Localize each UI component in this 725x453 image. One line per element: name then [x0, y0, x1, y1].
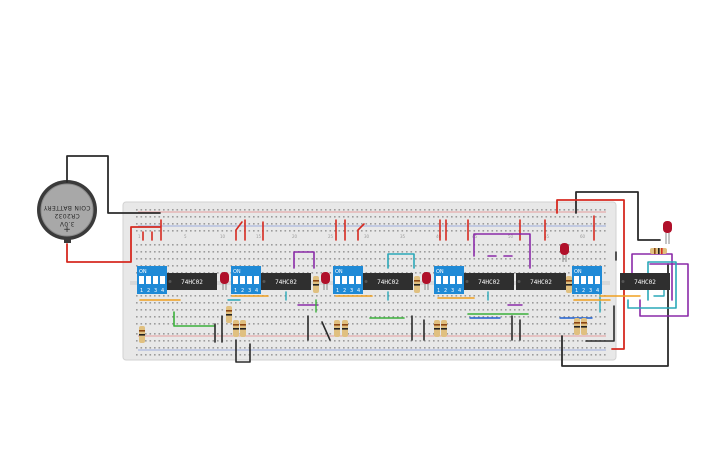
- chip-label: 74HC02: [634, 279, 656, 286]
- resistor-icon[interactable]: [566, 276, 572, 293]
- dip-position-label: 3: [350, 288, 353, 294]
- battery-label-voltage: 3.0V: [59, 220, 74, 227]
- dip-on-label: ON: [574, 269, 582, 275]
- wire-black-bottom[interactable]: [561, 263, 669, 367]
- dip-switch[interactable]: ON 1 2 3 4: [231, 266, 261, 294]
- led-icon[interactable]: [663, 221, 672, 244]
- chip-label: 74HC02: [530, 279, 552, 286]
- dip-position-label: 4: [161, 288, 164, 294]
- dip-on-label: ON: [139, 269, 147, 275]
- column-number: 40: [436, 234, 442, 239]
- column-number: 1: [138, 234, 141, 239]
- dip-switch[interactable]: ON 1 2 3 4: [137, 266, 167, 294]
- dip-position-label: 2: [444, 288, 447, 294]
- dip-position-label: 1: [336, 288, 339, 294]
- resistor-icon[interactable]: [313, 276, 319, 293]
- dip-on-label: ON: [436, 269, 444, 275]
- column-number: 25: [328, 234, 334, 239]
- dip-position-label: 3: [154, 288, 157, 294]
- ic-chip[interactable]: 74HC02: [363, 273, 413, 290]
- battery-label-type: COIN BATTERY: [44, 204, 91, 211]
- led-icon[interactable]: [220, 272, 229, 290]
- dip-position-label: 1: [437, 288, 440, 294]
- resistor-icon[interactable]: [139, 326, 145, 343]
- wire-black-top[interactable]: [575, 191, 661, 241]
- ic-chip[interactable]: 74HC02: [620, 273, 670, 290]
- dip-position-label: 2: [241, 288, 244, 294]
- chip-label: 74HC02: [478, 279, 500, 286]
- column-number: 30: [364, 234, 370, 239]
- resistor-icon[interactable]: [414, 276, 420, 293]
- resistor-icon[interactable]: [650, 248, 667, 254]
- ic-chip[interactable]: 74HC02: [167, 273, 217, 290]
- chip-label: 74HC02: [275, 279, 297, 286]
- coin-battery[interactable]: 3.0V CR2032 COIN BATTERY +: [37, 180, 97, 243]
- dip-position-label: 1: [575, 288, 578, 294]
- dip-position-label: 1: [234, 288, 237, 294]
- column-number: 10: [220, 234, 226, 239]
- column-number: 5: [184, 234, 187, 239]
- wire-red-right[interactable]: [556, 199, 625, 350]
- plus-icon: +: [63, 225, 71, 235]
- resistor-icon[interactable]: [434, 320, 440, 337]
- wires: [66, 155, 689, 367]
- dip-position-label: 2: [147, 288, 150, 294]
- dip-position-label: 4: [255, 288, 258, 294]
- ic-chip[interactable]: 74HC02: [464, 273, 514, 290]
- resistor-icon[interactable]: [226, 306, 232, 323]
- column-number: 50: [508, 234, 514, 239]
- led-icon[interactable]: [321, 272, 330, 290]
- chip-label: 74HC02: [377, 279, 399, 286]
- resistor-icon[interactable]: [574, 318, 580, 335]
- dip-switch[interactable]: ON 1 2 3 4: [572, 266, 602, 294]
- dip-position-label: 4: [357, 288, 360, 294]
- dip-switch[interactable]: ON 1 2 3 4: [434, 266, 464, 294]
- dip-position-label: 3: [248, 288, 251, 294]
- dip-position-label: 2: [582, 288, 585, 294]
- dip-position-label: 3: [589, 288, 592, 294]
- dip-position-label: 2: [343, 288, 346, 294]
- dip-on-label: ON: [335, 269, 343, 275]
- led-icon[interactable]: [560, 243, 569, 262]
- battery-wire-negative[interactable]: [66, 155, 161, 214]
- breadboard-holes: [136, 209, 606, 356]
- battery-label-model: CR2032: [54, 212, 79, 219]
- resistor-icon[interactable]: [441, 320, 447, 337]
- dip-position-label: 1: [140, 288, 143, 294]
- resistor-icon[interactable]: [334, 320, 340, 337]
- wire-black-short[interactable]: [585, 305, 615, 342]
- ic-chip[interactable]: 74HC02: [261, 273, 311, 290]
- column-number: 15: [256, 234, 262, 239]
- column-number: 60: [580, 234, 586, 239]
- led-icon[interactable]: [422, 272, 431, 290]
- resistor-icon[interactable]: [342, 320, 348, 337]
- battery-wire-positive[interactable]: [66, 226, 161, 263]
- column-number: 35: [400, 234, 406, 239]
- column-number: 20: [292, 234, 298, 239]
- resistor-icon[interactable]: [233, 320, 239, 337]
- dip-position-label: 4: [596, 288, 599, 294]
- chip-label: 74HC02: [181, 279, 203, 286]
- resistor-icon[interactable]: [240, 320, 246, 337]
- dip-position-label: 3: [451, 288, 454, 294]
- resistor-icon[interactable]: [581, 318, 587, 335]
- dip-on-label: ON: [233, 269, 241, 275]
- column-number: 55: [544, 234, 550, 239]
- ic-chip[interactable]: 74HC02: [516, 273, 566, 290]
- dip-switch[interactable]: ON 1 2 3 4: [333, 266, 363, 294]
- dip-position-label: 4: [458, 288, 461, 294]
